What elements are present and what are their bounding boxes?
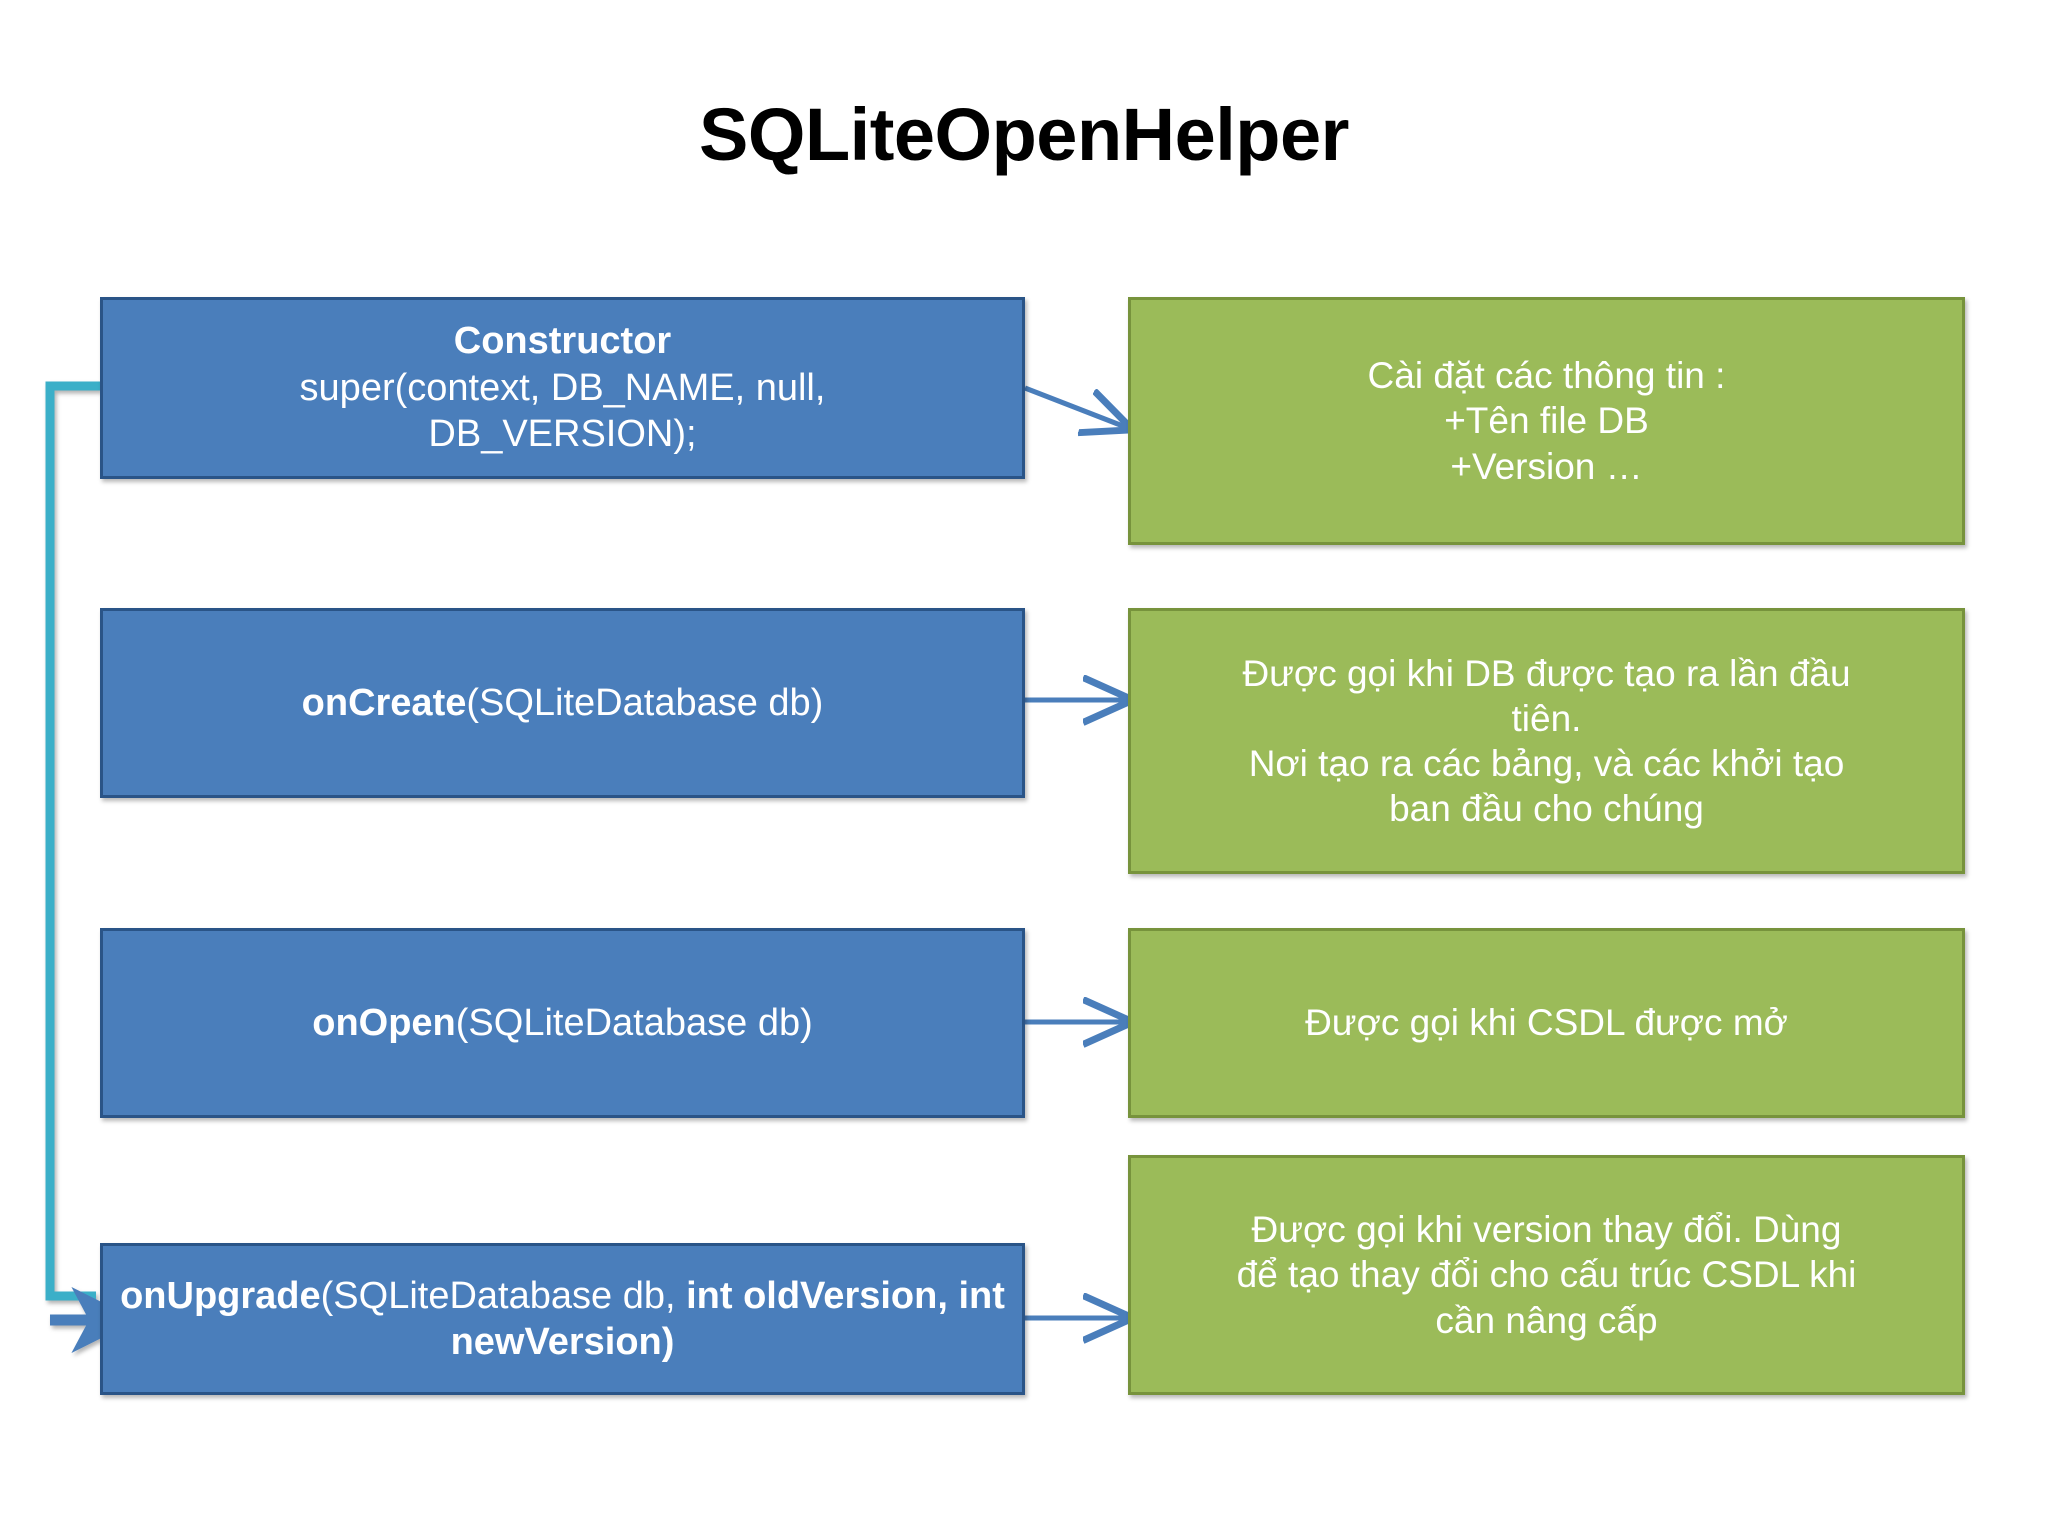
- description-line: ban đầu cho chúng: [1389, 788, 1704, 830]
- description-line: để tạo thay đổi cho cấu trúc CSDL khi: [1236, 1254, 1857, 1296]
- description-line: +Tên file DB: [1444, 400, 1649, 442]
- description-line: Nơi tạo ra các bảng, và các khởi tạo: [1248, 743, 1845, 784]
- description-box-onopen: Được gọi khi CSDL được mở: [1128, 928, 1965, 1118]
- method-name-onopen: onOpen: [312, 1001, 456, 1044]
- method-name-constructor: Constructor: [453, 320, 672, 363]
- description-box-constructor: Cài đặt các thông tin : +Tên file DB +Ve…: [1128, 297, 1965, 545]
- method-params-onupgrade-regular: (SQLiteDatabase db,: [320, 1274, 687, 1317]
- method-name-oncreate: onCreate: [301, 681, 467, 724]
- loopback-connector: [45, 381, 138, 1353]
- description-box-oncreate: Được gọi khi DB được tạo ra lần đầu tiên…: [1128, 608, 1965, 874]
- method-label-oncreate: onCreate(SQLiteDatabase db): [302, 680, 824, 726]
- method-box-oncreate[interactable]: onCreate(SQLiteDatabase db): [100, 608, 1025, 798]
- method-name-onupgrade: onUpgrade: [120, 1274, 321, 1317]
- method-label-onopen: onOpen(SQLiteDatabase db): [312, 1000, 813, 1046]
- description-line: Cài đặt các thông tin :: [1367, 355, 1726, 397]
- description-line: Được gọi khi CSDL được mở: [1305, 1002, 1788, 1044]
- method-box-constructor[interactable]: Constructor super(context, DB_NAME, null…: [100, 297, 1025, 479]
- description-line: cần nâng cấp: [1435, 1299, 1658, 1341]
- description-line: tiên.: [1511, 697, 1582, 739]
- arrow-constructor-to-desc: [1024, 385, 1128, 428]
- description-line: +Version …: [1450, 445, 1643, 487]
- page-title: SQLiteOpenHelper: [699, 93, 1349, 176]
- method-params-onopen: (SQLiteDatabase db): [455, 1001, 813, 1044]
- method-box-onopen[interactable]: onOpen(SQLiteDatabase db): [100, 928, 1025, 1118]
- method-signature-constructor-line1: super(context, DB_NAME, null,: [299, 366, 826, 409]
- description-line: Được gọi khi DB được tạo ra lần đầu: [1242, 652, 1851, 694]
- method-signature-constructor-line2: DB_VERSION);: [428, 413, 697, 456]
- method-box-onupgrade[interactable]: onUpgrade(SQLiteDatabase db, int oldVers…: [100, 1243, 1025, 1395]
- method-params-onupgrade-bold: int oldVersion, int newVersion): [450, 1274, 1005, 1363]
- description-box-onupgrade: Được gọi khi version thay đổi. Dùng để t…: [1128, 1155, 1965, 1395]
- description-line: Được gọi khi version thay đổi. Dùng: [1251, 1209, 1842, 1251]
- method-label-onupgrade: onUpgrade(SQLiteDatabase db, int oldVers…: [117, 1273, 1008, 1366]
- method-params-oncreate: (SQLiteDatabase db): [466, 681, 824, 724]
